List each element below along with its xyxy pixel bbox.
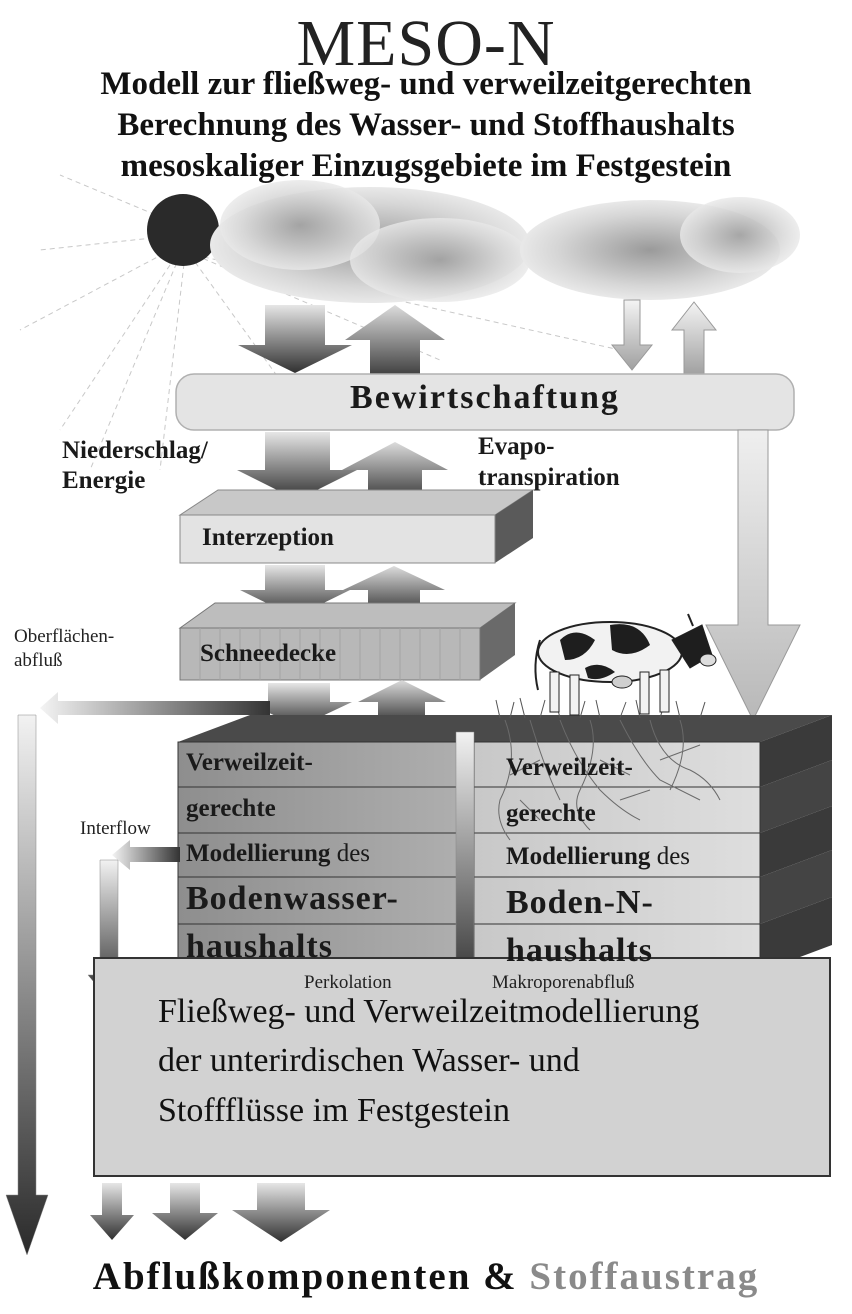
oberflaechenabfluss-label-1: Oberflächen- bbox=[14, 626, 115, 647]
soil-right-line-1: Verweilzeit- bbox=[506, 754, 633, 781]
niederschlag-label-2: Energie bbox=[62, 467, 146, 494]
subtitle-line-3: mesoskaliger Einzugsgebiete im Festgeste… bbox=[120, 148, 732, 184]
niederschlag-label-1: Niederschlag/ bbox=[62, 437, 208, 464]
arrow-precip-2 bbox=[237, 432, 357, 500]
arrow-precip-1 bbox=[238, 305, 352, 373]
arrow-bottom-3 bbox=[232, 1183, 330, 1242]
page-title: MESO-N bbox=[296, 7, 556, 80]
groundwater-box-line-1: Fließweg- und Verweilzeitmodellierung bbox=[158, 993, 700, 1030]
subtitle-line-1: Modell zur fließweg- und verweilzeitgere… bbox=[100, 66, 752, 102]
sun-rays bbox=[19, 174, 621, 471]
arrow-interflow-horizontal bbox=[112, 840, 180, 870]
evapotranspiration-label-1: Evapo- bbox=[478, 433, 555, 460]
soil-right-line-3: Modellierung des bbox=[506, 843, 691, 870]
arrow-evap-1 bbox=[345, 305, 445, 385]
interzeption-slab bbox=[178, 489, 535, 564]
footer-part-3: Stoffaustrag bbox=[529, 1255, 760, 1298]
arrow-bewirtschaftung-soil bbox=[705, 429, 801, 722]
groundwater-box bbox=[93, 957, 831, 1177]
bewirtschaftung-label: Bewirtschaftung bbox=[350, 379, 620, 416]
footer-part-1: Abflußkomponenten bbox=[92, 1255, 472, 1298]
arrow-precip-small bbox=[610, 299, 654, 371]
subtitle-line-2: Berechnung des Wasser- und Stoffhaushalt… bbox=[117, 107, 735, 143]
schneedecke-slab bbox=[178, 602, 517, 681]
schneedecke-label: Schneedecke bbox=[200, 640, 337, 667]
makroporenabfluss-label: Makroporenabfluß bbox=[492, 972, 635, 993]
groundwater-box-line-3: Stoffflüsse im Festgestein bbox=[158, 1092, 510, 1129]
perkolation-label: Perkolation bbox=[304, 972, 392, 993]
groundwater-box-line-2: der unterirdischen Wasser- und bbox=[158, 1042, 580, 1079]
footer-part-2: & bbox=[471, 1255, 530, 1298]
footer-caption: Abflußkomponenten & Stoffaustrag bbox=[0, 1254, 852, 1299]
soil-left-line-2: gerechte bbox=[186, 795, 276, 822]
sun-icon bbox=[147, 194, 219, 266]
soil-right-line-2: gerechte bbox=[506, 800, 596, 827]
soil-right-line-5: haushalts bbox=[506, 932, 653, 969]
arrow-precip-4 bbox=[246, 683, 352, 727]
arrow-surface-runoff-horizontal bbox=[40, 692, 270, 724]
bewirtschaftung-bar bbox=[175, 373, 795, 431]
oberflaechenabfluss-label-2: abfluß bbox=[14, 650, 63, 671]
soil-left-line-3: Modellierung des bbox=[186, 840, 371, 867]
soil-left-line-4: Bodenwasser- bbox=[186, 880, 399, 917]
arrow-evap-small bbox=[670, 301, 718, 376]
cow-icon bbox=[534, 613, 717, 716]
arrow-bottom-1 bbox=[90, 1183, 134, 1240]
soil-right-line-4: Boden-N- bbox=[506, 884, 654, 921]
soil-left-line-5: haushalts bbox=[186, 928, 333, 965]
grass-roots-icon bbox=[498, 719, 721, 841]
evapotranspiration-label-2: transpiration bbox=[478, 464, 620, 491]
cloud-icon bbox=[210, 180, 800, 303]
interzeption-label: Interzeption bbox=[202, 524, 334, 551]
arrow-surface-runoff-vertical bbox=[5, 714, 49, 1256]
arrow-precip-3 bbox=[240, 565, 350, 617]
arrow-bottom-2 bbox=[152, 1183, 218, 1240]
interflow-label: Interflow bbox=[80, 818, 151, 839]
arrow-evap-2 bbox=[342, 442, 448, 505]
soil-left-line-1: Verweilzeit- bbox=[186, 749, 313, 776]
